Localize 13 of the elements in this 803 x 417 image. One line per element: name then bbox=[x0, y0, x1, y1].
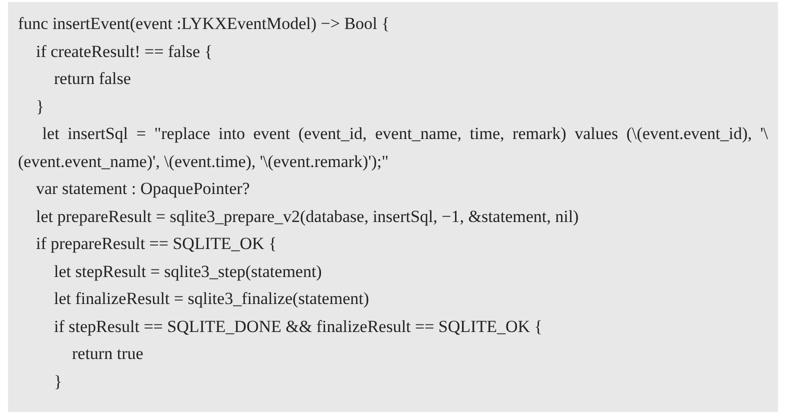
code-line: if stepResult == SQLITE_DONE && finalizeResult == SQLITE_OK { bbox=[54, 316, 542, 338]
code-line: let stepResult = sqlite3_step(statement) bbox=[54, 260, 322, 283]
code-line: func insertEvent(event :LYKXEventModel) −> Bool { bbox=[18, 13, 390, 35]
code-line: let finalizeResult = sqlite3_finalize(statement) bbox=[54, 288, 370, 310]
code-line: } bbox=[54, 370, 62, 392]
code-line: } bbox=[36, 96, 44, 118]
code-line: let insertSql = "replace into event (event_id, event_name, time, remark) values (\(event.event_id), '\(event.event_name)', \(event.time), '\(event.remark)');" bbox=[18, 123, 768, 172]
code-line: let prepareResult = sqlite3_prepare_v2(database, insertSql, −1, &statement, nil) bbox=[36, 206, 579, 228]
code-line: return false bbox=[54, 68, 131, 90]
code-line: return true bbox=[72, 343, 144, 365]
code-line: if createResult! == false { bbox=[36, 40, 212, 62]
code-line: var statement : OpaquePointer? bbox=[36, 178, 250, 200]
code-line: if prepareResult == SQLITE_OK { bbox=[36, 233, 277, 255]
